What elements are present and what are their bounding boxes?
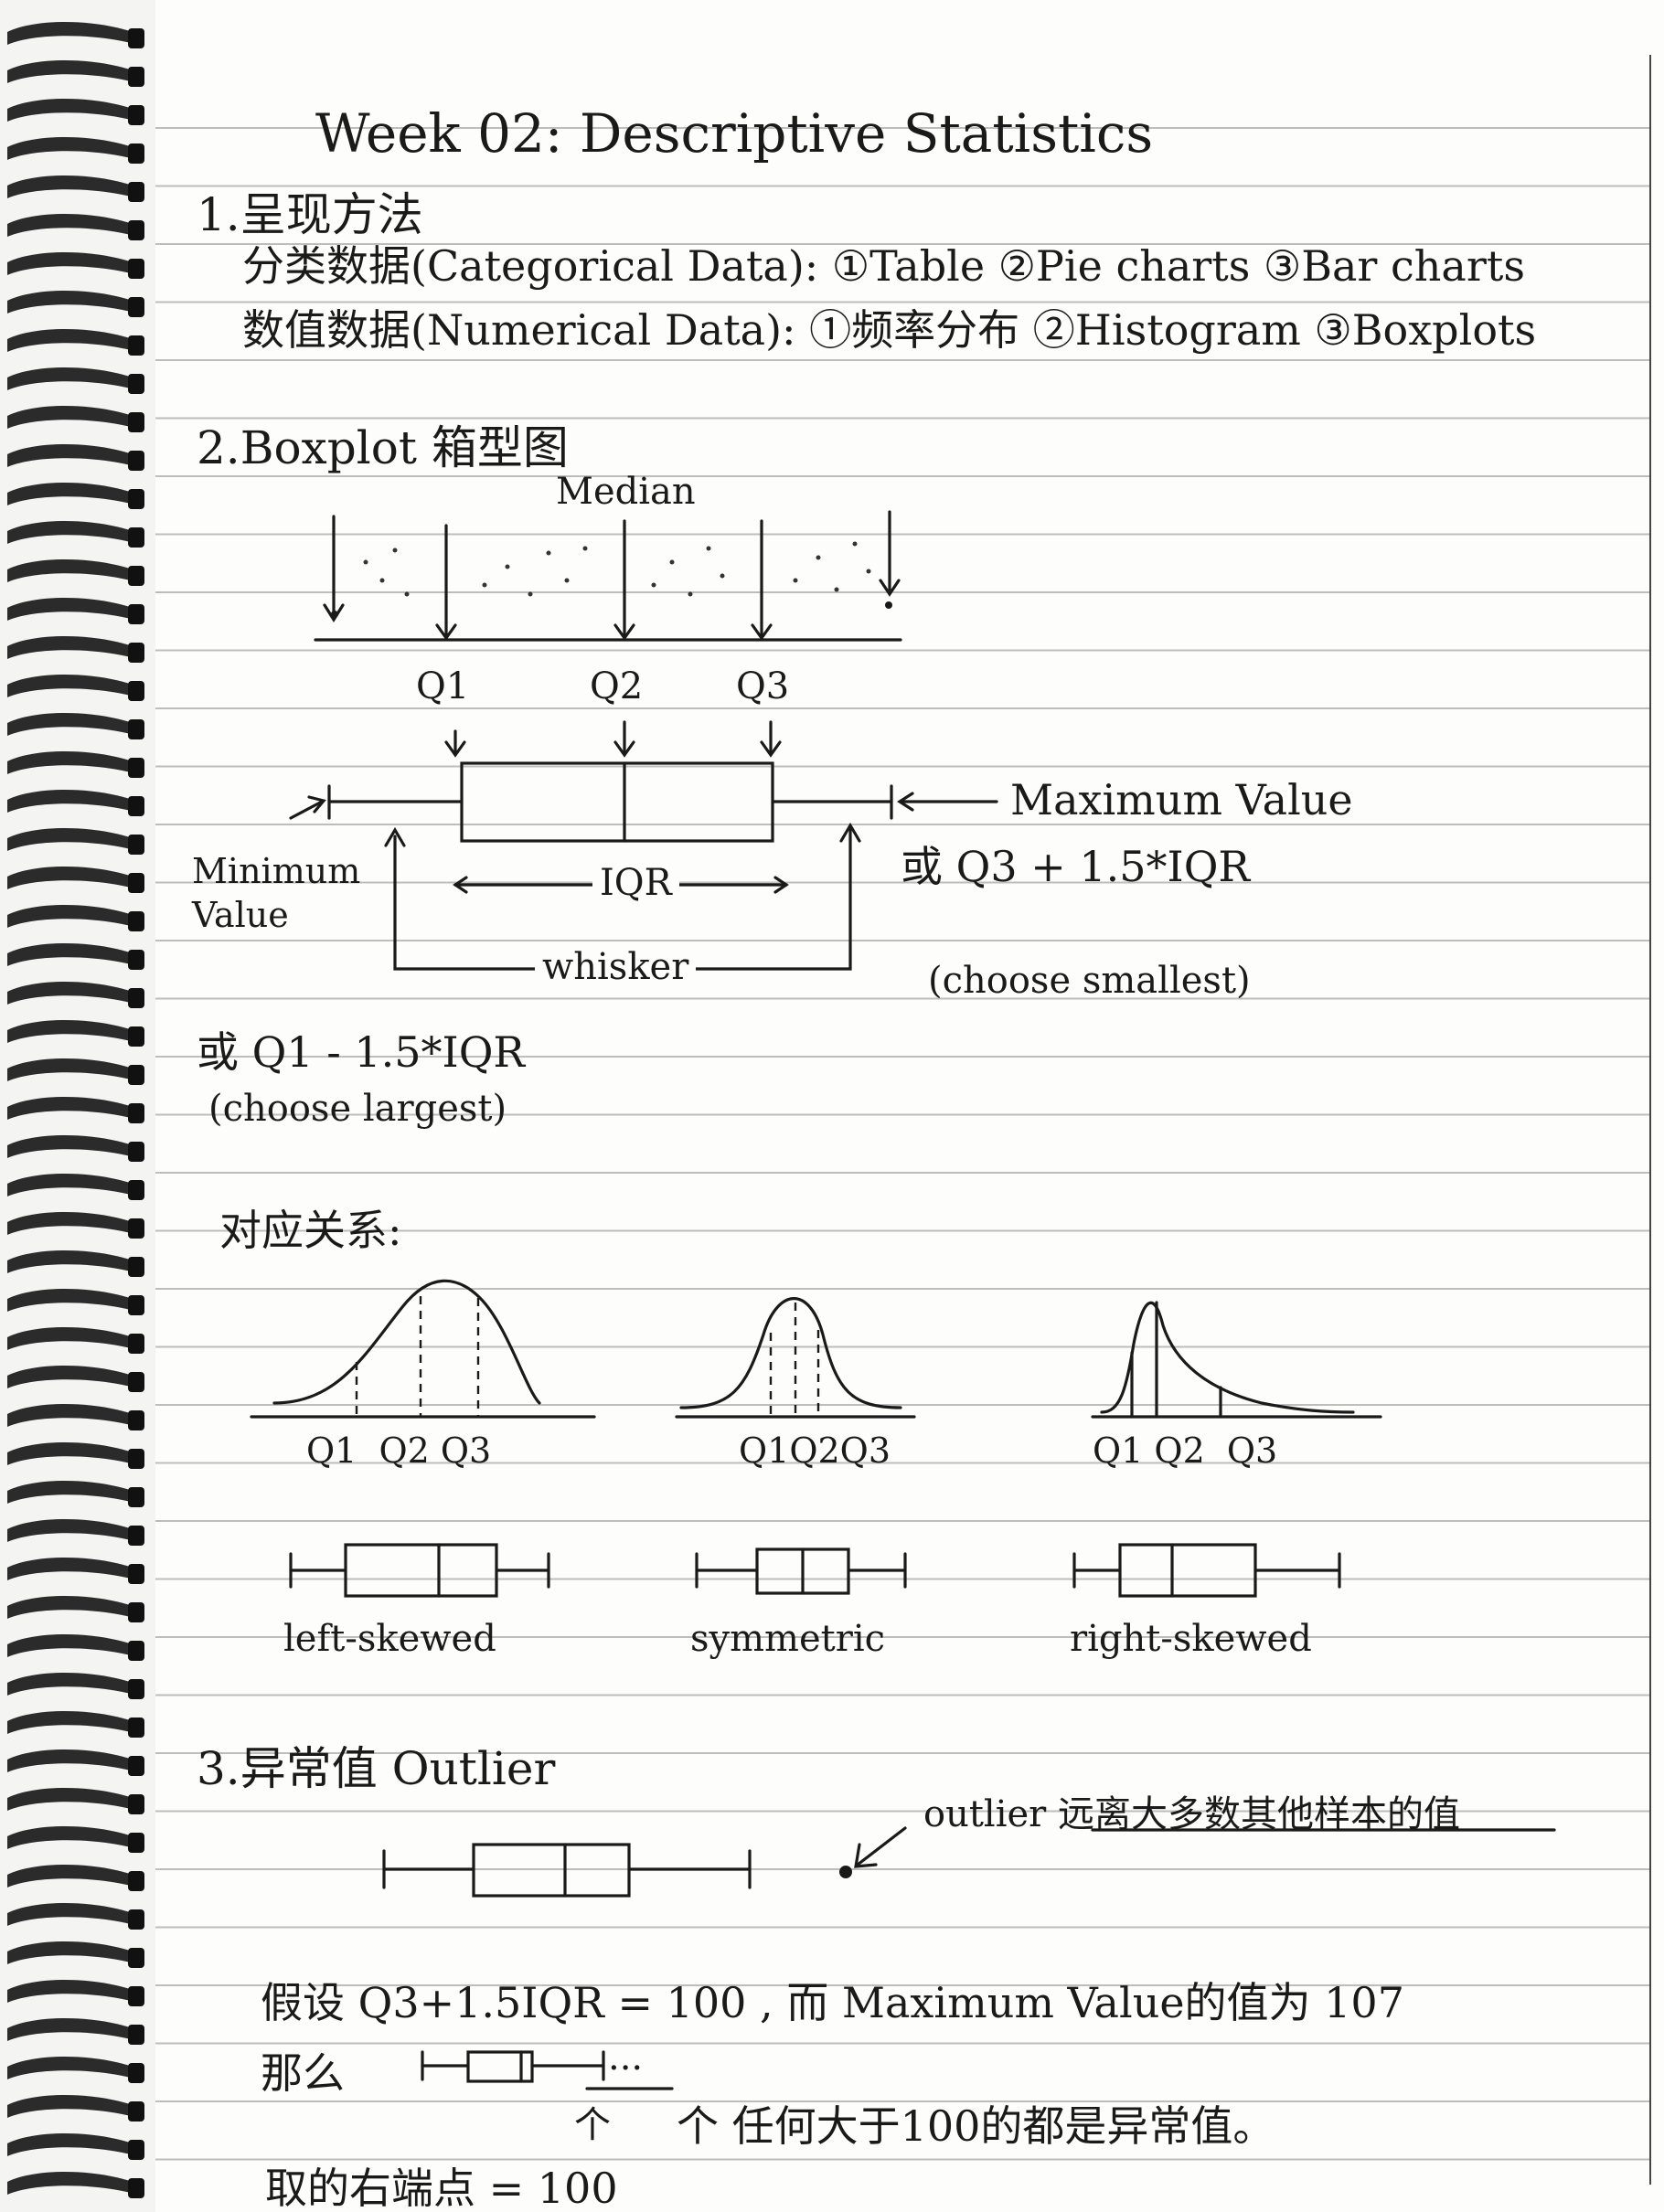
symmetric-label: symmetric [690,1618,885,1660]
q3-label: Q3 [736,665,789,707]
main-boxplot [291,722,997,969]
small-up-arrow: 个 [574,2095,611,2148]
dist-symmetric-labels: Q1Q2Q3 [739,1430,891,1471]
left-skewed-label: left-skewed [283,1618,496,1660]
conclusion-line: 个 任何大于100的都是异常值。 [677,2093,1275,2154]
iqr-label: IQR [592,862,679,904]
right-skewed-label: right-skewed [1070,1618,1312,1660]
skew-boxplots [291,1545,1339,1596]
categorical-methods: 分类数据(Categorical Data): ①Table ②Pie char… [242,233,1525,293]
outlier-boxplot [384,1828,1554,1896]
min-alternative: 或 Q1 - 1.5*IQR [197,1019,525,1079]
max-choose-note: (choose smallest) [928,960,1251,1002]
dot-plot [315,512,901,640]
relation-heading: 对应关系: [219,1197,402,1258]
distribution-curves [251,1281,1381,1417]
outlier-definition: outlier 远离大多数其他样本的值 [923,1784,1460,1837]
whisker-label: whisker [535,946,696,988]
dist-left-labels: Q1 Q2 Q3 [306,1430,491,1471]
continuation-dots: ... [608,2037,643,2079]
then-label: 那么 [261,2040,345,2100]
q1-label: Q1 [416,665,469,707]
bottom-note: 取的右端点 = 100 [265,2155,618,2212]
section-2-heading: 2.Boxplot 箱型图 [197,411,569,477]
max-alternative: 或 Q3 + 1.5*IQR [901,834,1250,894]
section-3-heading: 3.异常值 Outlier [197,1732,555,1798]
dist-right-labels: Q1 Q2 Q3 [1093,1430,1277,1471]
numerical-methods: 数值数据(Numerical Data): ①频率分布 ②Histogram ③… [242,297,1536,357]
q2-label: Q2 [590,665,643,707]
min-choose-note: (choose largest) [208,1088,507,1130]
assumption-line: 假设 Q3+1.5IQR = 100 , 而 Maximum Value的值为 … [261,1970,1404,2030]
maximum-value-label: Maximum Value [1010,775,1353,824]
median-label: Median [556,471,696,513]
page-title: Week 02: Descriptive Statistics [315,102,1153,165]
minimum-value-label: Minimum Value [192,850,360,937]
